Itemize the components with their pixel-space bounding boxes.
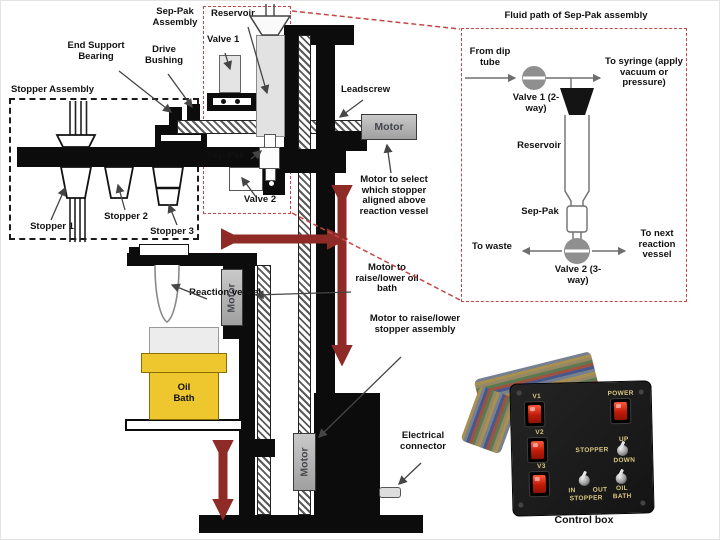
to-next-reaction-vessel-label: To next reaction vessel [638, 228, 676, 261]
v3-switch-label: V3 [537, 462, 546, 471]
to-waste-label: To waste [472, 241, 512, 252]
power-switch-label: POWER [607, 389, 634, 398]
motor-mount-top [223, 257, 251, 271]
motor-oil-bath-label: Motor to raise/lower oil bath [355, 262, 419, 295]
bearing-ball [221, 99, 226, 104]
oil-bath-platform [125, 419, 243, 431]
stopper-up-down-toggle[interactable] [616, 444, 629, 457]
oil-bath-beaker [149, 327, 219, 355]
stopper-assembly-dashed-box [9, 98, 199, 240]
rocker-icon [530, 440, 545, 460]
carriage [284, 149, 346, 173]
oil-label: OIL [616, 484, 628, 493]
stopper-assembly-title: Stopper Assembly [11, 84, 95, 95]
reaction-vessel-label: Reaction vessel [189, 287, 261, 298]
base-plate [199, 515, 423, 533]
valve1-bearing-slot [213, 98, 251, 105]
inset-valve1-label: Valve 1 (2-way) [512, 92, 560, 114]
sep-pak-cartridge [259, 147, 280, 169]
stopper-select-motor: Motor [361, 114, 417, 140]
tower-left-column [284, 43, 298, 173]
v1-switch[interactable] [523, 400, 546, 428]
stopper-toggle-label: STOPPER [575, 446, 609, 455]
motor-bracket [323, 131, 367, 151]
to-syringe-label: To syringe (apply vacuum or pressure) [605, 56, 683, 89]
oil-bath-leadscrew [257, 265, 271, 515]
tower-main-column [316, 43, 335, 393]
motor-select-label: Motor to select which stopper aligned ab… [359, 174, 429, 217]
screw-icon [518, 502, 524, 508]
stopper-carrier-bar [17, 147, 293, 167]
reaction-vessel-shape [154, 264, 180, 323]
stopper-assembly-motor: Motor [293, 433, 316, 491]
fluid-path-inset-box [461, 28, 687, 302]
oil-bath-support-wall [239, 253, 255, 515]
oil-bath-lid [141, 353, 227, 373]
inset-reservoir-label: Reservoir [517, 140, 561, 151]
bearing-slot [161, 135, 201, 141]
v1-switch-label: V1 [532, 392, 542, 401]
valve1-label: Valve 1 [207, 34, 240, 45]
inset-sep-pak-label: Sep-Pak [521, 206, 559, 217]
power-switch[interactable] [609, 397, 632, 425]
stopper-bottom-label: STOPPER [569, 494, 603, 503]
valve2-body [229, 167, 263, 191]
control-box: V1 V2 V3 POWER STOPPER UP DOWN IN OUT ST… [509, 380, 655, 517]
rocker-icon [613, 401, 628, 421]
base-housing-block [314, 393, 380, 519]
oil-bath-motor: Motor [221, 269, 243, 326]
inset-valve2-label: Valve 2 (3-way) [554, 264, 602, 286]
screw-icon [638, 389, 644, 395]
sep-pak-assembly-label: Sep-Pak Assembly [152, 6, 198, 28]
electrical-connector-part [379, 487, 401, 498]
v2-switch[interactable] [526, 436, 549, 464]
bearing-ball [235, 99, 240, 104]
inset-title: Fluid path of Sep-Pak assembly [504, 10, 648, 21]
reservoir-label: Reservoir [211, 8, 255, 19]
stopper-3-label: Stopper 3 [150, 226, 194, 237]
sep-pak-label: Sep-Pak [207, 150, 245, 161]
motor-mount-bottom [223, 323, 251, 339]
vessel-clamp-tab [129, 247, 139, 255]
reservoir-column [256, 35, 285, 137]
rocker-icon [527, 404, 542, 424]
motor-label: Motor [298, 447, 311, 477]
stopper-1-label: Stopper 1 [30, 221, 74, 232]
motor-stopper-label: Motor to raise/lower stopper assembly [369, 313, 461, 335]
down-label: DOWN [613, 456, 636, 465]
leadscrew-nut [253, 439, 275, 457]
end-support-bearing-label: End Support Bearing [67, 40, 125, 62]
screw-icon [516, 390, 522, 396]
in-label: IN [568, 487, 576, 495]
v2-switch-label: V2 [535, 428, 544, 437]
tube-fitting [264, 134, 276, 148]
rocker-icon [532, 474, 547, 494]
oil-bath-body [149, 372, 219, 420]
stopper-in-out-toggle[interactable] [578, 474, 590, 487]
from-dip-tube-label: From dip tube [469, 46, 511, 68]
bath-label: BATH [612, 492, 632, 501]
motor-label: Motor [374, 121, 404, 133]
control-box-caption: Control box [554, 514, 614, 526]
valve2-label: Valve 2 [243, 194, 277, 205]
oil-bath-label: Oil Bath [173, 382, 195, 404]
leadscrew-label: Leadscrew [341, 84, 391, 95]
drive-bushing-label: Drive Bushing [145, 44, 183, 66]
valve2-fitting-dot [269, 181, 274, 186]
out-label: OUT [592, 486, 608, 494]
valve1-body [219, 55, 241, 93]
tower-top-bracket [284, 25, 354, 45]
screw-icon [640, 500, 646, 506]
oil-bath-toggle[interactable] [615, 472, 627, 485]
tube-fitting [265, 168, 276, 181]
stopper-2-label: Stopper 2 [104, 211, 148, 222]
vessel-clamp [139, 244, 189, 256]
v3-switch[interactable] [528, 470, 551, 498]
electrical-connector-label: Electrical connector [400, 430, 446, 452]
